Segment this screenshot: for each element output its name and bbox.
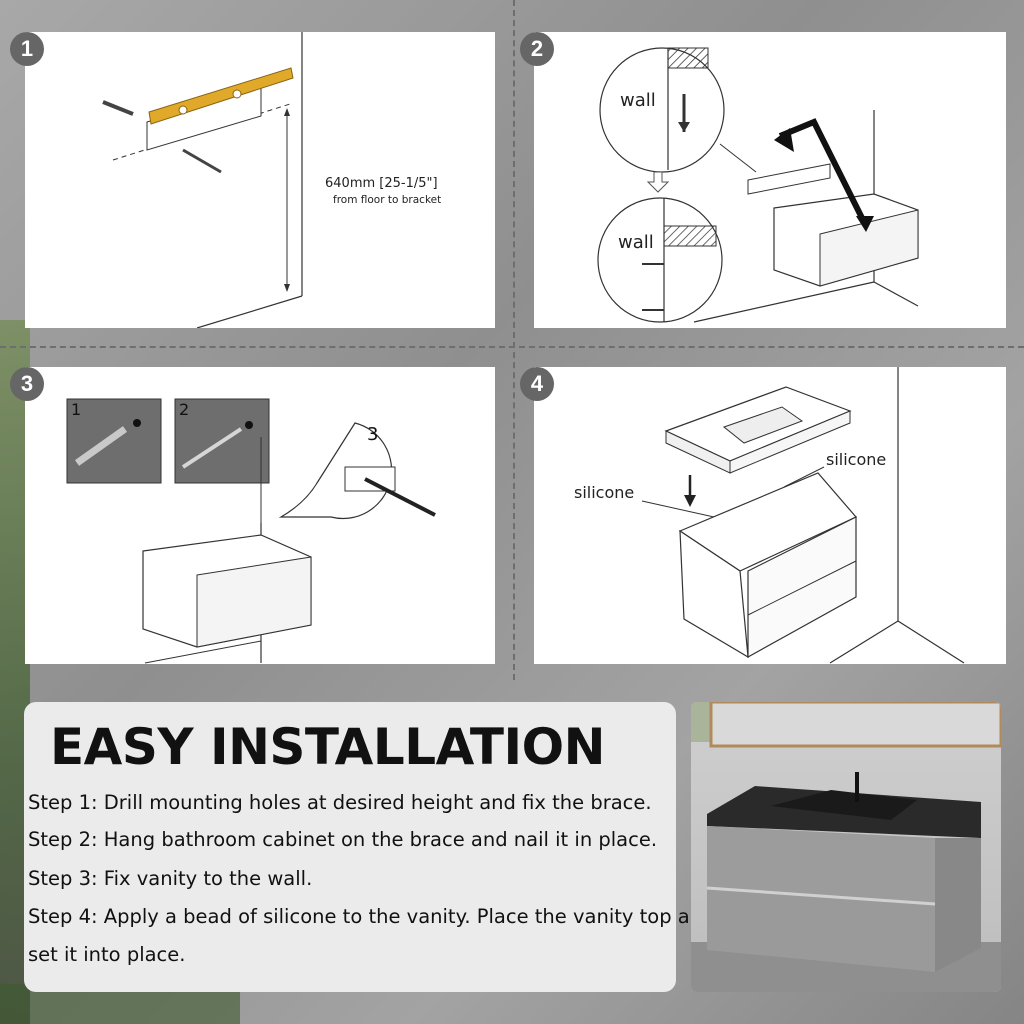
silicone-label-right: silicone — [826, 450, 887, 469]
step3-illustration — [66, 398, 436, 664]
instruction-line-1: Step 1: Drill mounting holes at desired … — [28, 791, 652, 814]
vanity-photo-illustration — [691, 702, 1001, 992]
step1-illustration — [102, 32, 303, 329]
silicone-label-left: silicone — [574, 483, 635, 502]
wall-label-bottom: wall — [618, 232, 654, 253]
step4-panel: silicone silicone — [534, 367, 1006, 664]
divider-vertical — [513, 0, 515, 680]
step2-illustration — [597, 47, 919, 323]
step3-panel: 1 2 3 — [25, 367, 495, 664]
step2-panel: wall wall — [534, 32, 1006, 328]
step3-sub3-label: 3 — [367, 424, 379, 445]
step3-badge: 3 — [10, 367, 44, 401]
instruction-line-3: Step 3: Fix vanity to the wall. — [28, 867, 313, 890]
measurement-caption: from floor to bracket — [333, 194, 442, 206]
instruction-line-4: Step 4: Apply a bead of silicone to the … — [28, 905, 715, 928]
measurement-value: 640mm [25-1/5"] — [325, 176, 438, 191]
step4-badge: 4 — [520, 367, 554, 401]
step3-sub1-label: 1 — [71, 400, 82, 419]
step1-panel: 640mm [25-1/5"] from floor to bracket — [25, 32, 495, 329]
step2-badge: 2 — [520, 32, 554, 66]
instruction-line-5: set it into place. — [28, 943, 186, 966]
product-photo — [691, 702, 1001, 992]
instructions-card: EASY INSTALLATION Step 1: Drill mounting… — [24, 702, 714, 992]
divider-horizontal — [0, 346, 1024, 348]
step1-badge: 1 — [10, 32, 44, 66]
instruction-line-2: Step 2: Hang bathroom cabinet on the bra… — [28, 828, 658, 851]
instructions-title: EASY INSTALLATION — [50, 718, 605, 776]
step3-sub2-label: 2 — [179, 400, 190, 419]
step4-illustration — [641, 367, 965, 664]
wall-label-top: wall — [620, 90, 656, 111]
